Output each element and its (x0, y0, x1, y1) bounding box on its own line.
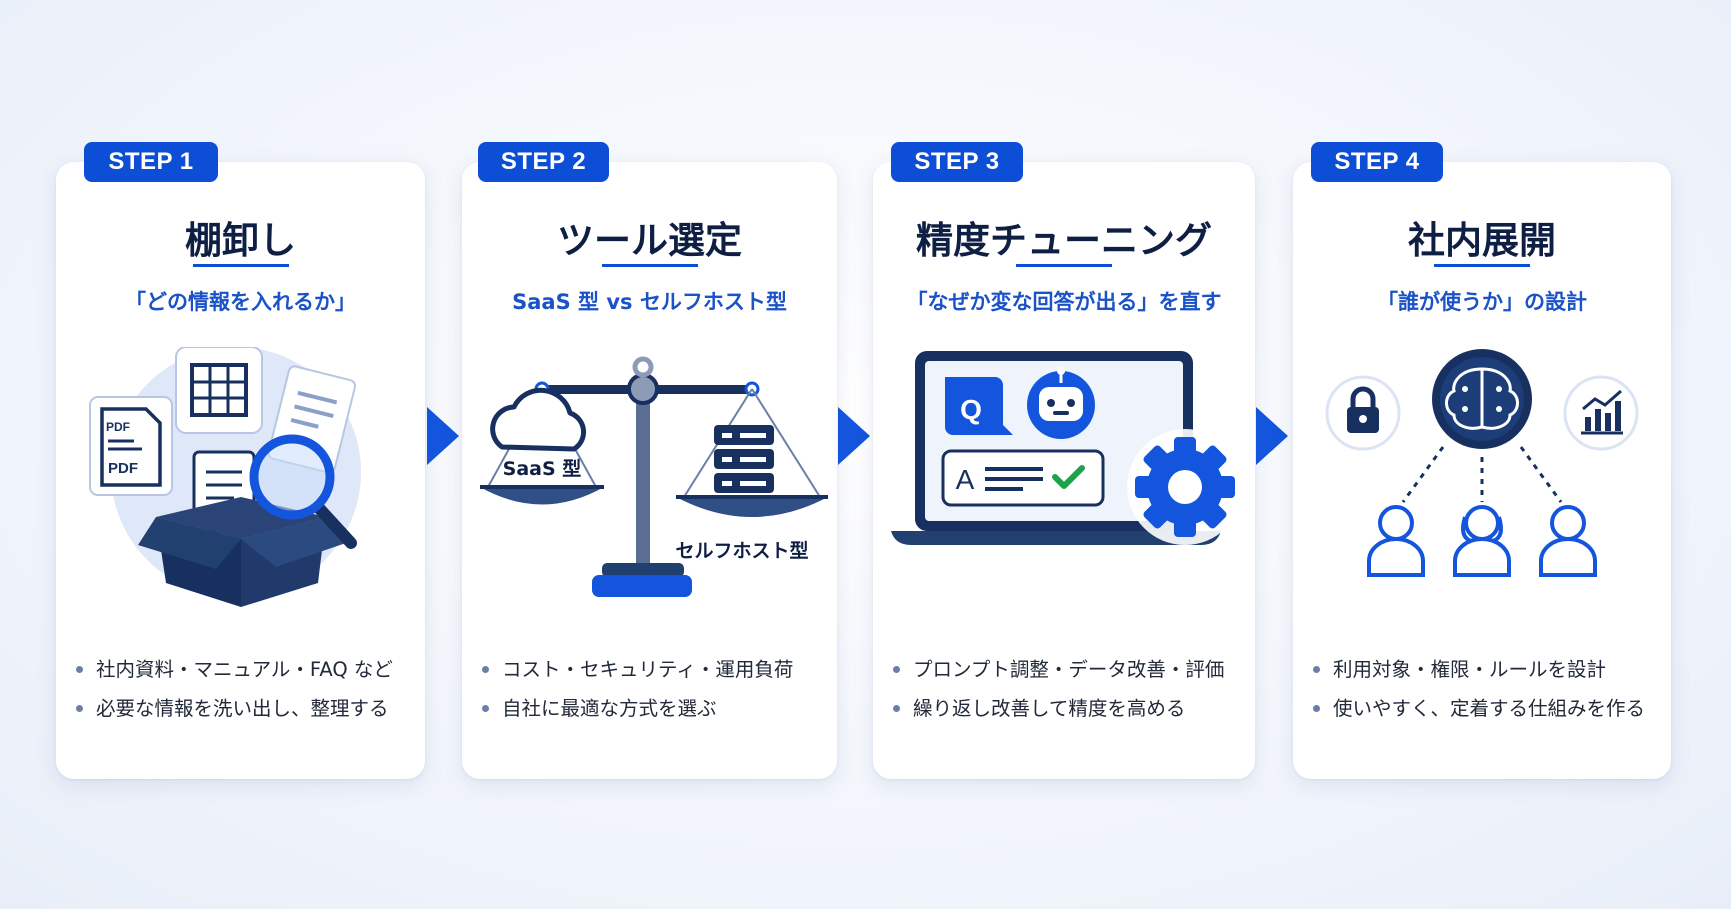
list-item: 社内資料・マニュアル・FAQ など (76, 650, 417, 689)
title-underline (192, 264, 289, 267)
inventory-illustration: PDF PDF (89, 347, 361, 607)
rollout-illustration (1325, 349, 1639, 577)
step-card-4: 社内展開 「誰が使うか」の設計 (1293, 162, 1671, 779)
svg-text:PDF: PDF (108, 460, 138, 477)
step-badge-3: STEP 3 (891, 142, 1023, 182)
user-icon (1539, 505, 1597, 577)
brain-circuit-icon (1432, 349, 1532, 449)
lock-icon (1325, 375, 1401, 451)
svg-text:PDF: PDF (106, 420, 130, 434)
list-item: 利用対象・権限・ルールを設計 (1313, 650, 1663, 689)
bullet-list: プロンプト調整・データ改善・評価 繰り返し改善して精度を高める (893, 650, 1247, 728)
step-title: 社内展開 (1408, 219, 1556, 262)
step-title: 棚卸し (185, 219, 296, 262)
user-icon (1367, 505, 1425, 577)
server-icon (714, 425, 774, 493)
svg-text:SaaS 型: SaaS 型 (503, 457, 582, 480)
title-underline (1434, 264, 1530, 267)
step-subtitle: SaaS 型 vs セルフホスト型 (512, 290, 787, 314)
gear-icon (1127, 429, 1243, 545)
list-item: 繰り返し改善して精度を高める (893, 689, 1247, 728)
cloud-icon (490, 387, 587, 452)
step-title: ツール選定 (557, 219, 742, 262)
svg-text:Q: Q (960, 394, 982, 425)
next-arrow-icon (838, 407, 870, 465)
svg-text:A: A (956, 464, 975, 495)
step-badge-4: STEP 4 (1311, 142, 1443, 182)
answer-check-icon: A (941, 449, 1105, 507)
user-icon (1453, 505, 1511, 577)
list-item: 自社に最適な方式を選ぶ (482, 689, 829, 728)
question-bubble-icon: Q (945, 377, 1013, 435)
list-item: プロンプト調整・データ改善・評価 (893, 650, 1247, 689)
list-item: 使いやすく、定着する仕組みを作る (1313, 689, 1663, 728)
bar-chart-icon (1563, 375, 1639, 451)
balance-scale-icon: SaaS 型 セルフホスト型 (480, 356, 828, 597)
step-badge-1: STEP 1 (84, 142, 218, 182)
pdf-document-icon: PDF PDF (89, 396, 173, 496)
spreadsheet-icon (175, 347, 263, 434)
magnifier-icon (249, 434, 357, 549)
next-arrow-icon (427, 407, 459, 465)
step-subtitle: 「どの情報を入れるか」 (125, 290, 356, 314)
list-item: 必要な情報を洗い出し、整理する (76, 689, 417, 728)
step-title: 精度チューニング (916, 219, 1212, 262)
step-card-1: 棚卸し 「どの情報を入れるか」 PDF PDF (56, 162, 425, 779)
step-badge-2: STEP 2 (478, 142, 609, 182)
bullet-list: 社内資料・マニュアル・FAQ など 必要な情報を洗い出し、整理する (76, 650, 417, 728)
tuning-illustration: Q A (891, 351, 1243, 545)
step-card-3: 精度チューニング 「なぜか変な回答が出る」を直す Q A (873, 162, 1255, 779)
step-subtitle: 「なぜか変な回答が出る」を直す (906, 290, 1222, 314)
list-item: コスト・セキュリティ・運用負荷 (482, 650, 829, 689)
step-card-2: ツール選定 SaaS 型 vs セルフホスト型 SaaS 型 (462, 162, 837, 779)
svg-text:セルフホスト型: セルフホスト型 (675, 539, 808, 562)
step-subtitle: 「誰が使うか」の設計 (1377, 290, 1587, 314)
robot-icon (1027, 367, 1095, 439)
bullet-list: コスト・セキュリティ・運用負荷 自社に最適な方式を選ぶ (482, 650, 829, 728)
bullet-list: 利用対象・権限・ルールを設計 使いやすく、定着する仕組みを作る (1313, 650, 1663, 728)
title-underline (601, 264, 698, 267)
next-arrow-icon (1256, 407, 1288, 465)
title-underline (1016, 264, 1112, 267)
